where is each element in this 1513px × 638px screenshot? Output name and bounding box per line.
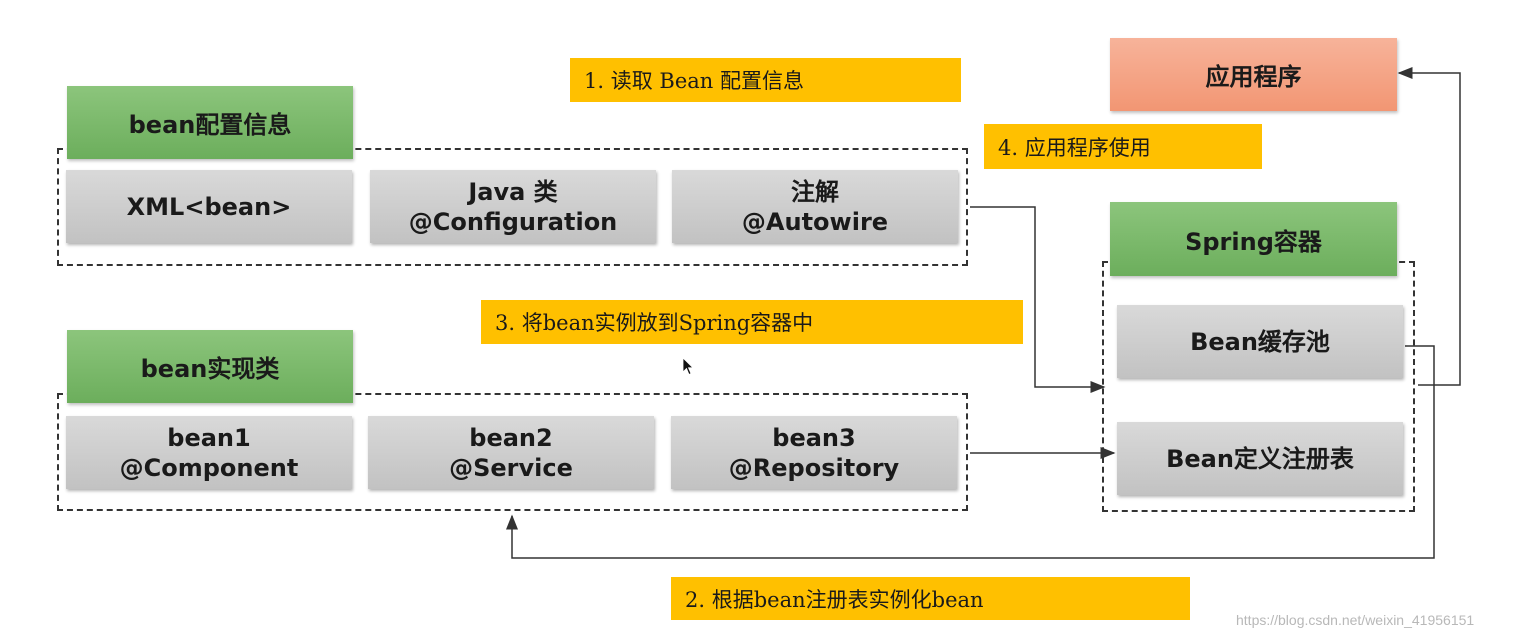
step-4-label: 4. 应用程序使用	[984, 124, 1262, 169]
arrow-registry-to-impl	[506, 345, 1435, 559]
watermark: https://blog.csdn.net/weixin_41956151	[1236, 612, 1475, 628]
impl-group-frame	[57, 393, 968, 511]
impl-item-bean3-name: bean3	[772, 423, 856, 452]
step-1-label: 1. 读取 Bean 配置信息	[570, 58, 961, 102]
bean-definition-registry: Bean定义注册表	[1117, 422, 1403, 495]
config-item-annotation-label: 注解	[791, 177, 839, 206]
impl-item-bean1-name: bean1	[167, 423, 251, 452]
bean-definition-registry-label: Bean定义注册表	[1166, 444, 1354, 473]
step-3-label: 3. 将bean实例放到Spring容器中	[481, 300, 1023, 344]
impl-item-bean3: bean3 @Repository	[671, 416, 957, 489]
config-item-java: Java 类 @Configuration	[370, 170, 656, 243]
config-item-annotation-value: @Autowire	[741, 207, 889, 236]
mouse-cursor-icon	[682, 357, 694, 376]
config-item-annotation: 注解 @Autowire	[672, 170, 958, 243]
config-group-title: bean配置信息	[67, 86, 353, 159]
config-item-xml: XML<bean>	[66, 170, 352, 243]
bean-cache-pool: Bean缓存池	[1117, 305, 1403, 378]
impl-item-bean3-annotation: @Repository	[728, 453, 900, 482]
impl-group-title: bean实现类	[67, 330, 353, 403]
config-item-java-label: Java 类	[468, 177, 558, 206]
config-item-java-annotation: @Configuration	[408, 207, 618, 236]
config-group-frame	[57, 148, 968, 266]
application-box: 应用程序	[1110, 38, 1397, 111]
impl-item-bean1-annotation: @Component	[119, 453, 299, 482]
arrow-config-to-container	[970, 206, 1106, 393]
bean-cache-pool-label: Bean缓存池	[1190, 327, 1330, 356]
container-group-title: Spring容器	[1110, 202, 1397, 276]
impl-item-bean2: bean2 @Service	[368, 416, 654, 489]
impl-item-bean1: bean1 @Component	[66, 416, 352, 489]
impl-item-bean2-name: bean2	[469, 423, 553, 452]
config-item-xml-label: XML<bean>	[126, 192, 292, 221]
arrow-cache-to-application	[1397, 67, 1461, 386]
step-2-label: 2. 根据bean注册表实例化bean	[671, 577, 1190, 620]
impl-item-bean2-annotation: @Service	[449, 453, 573, 482]
